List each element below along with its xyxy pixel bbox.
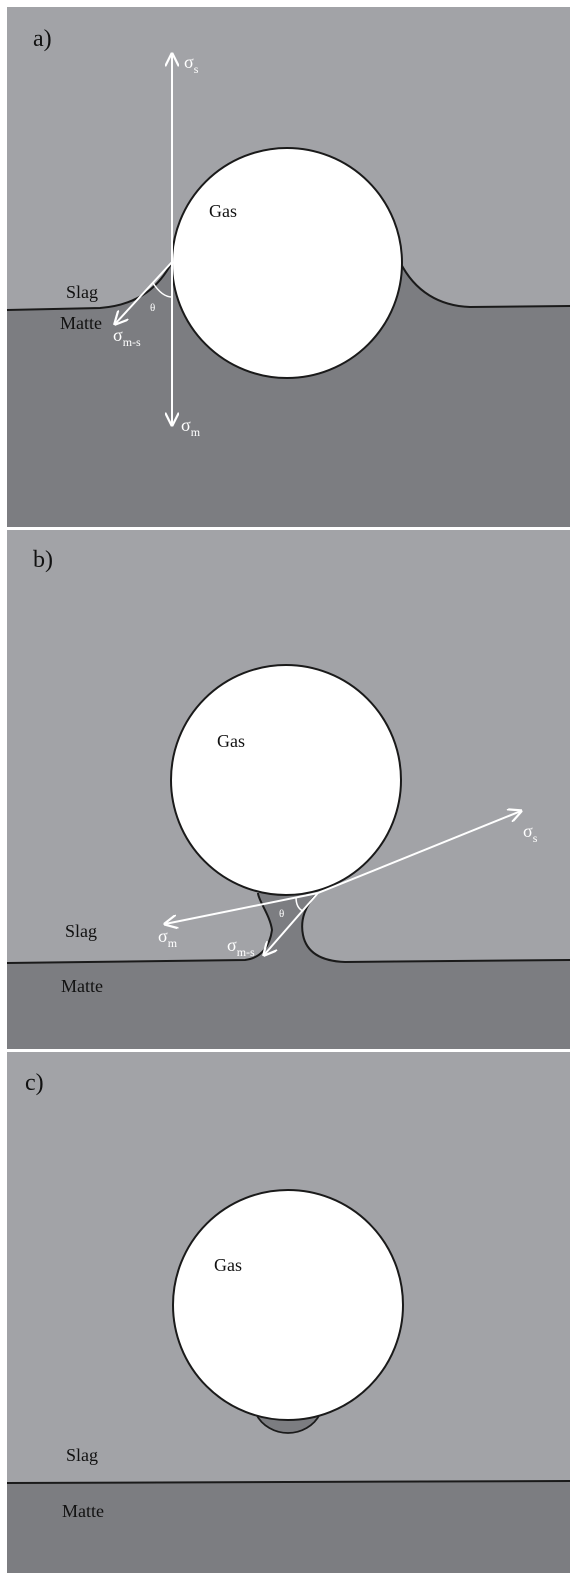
panel-c-gas-label: Gas — [214, 1255, 242, 1275]
panel-b-sigma-s-arrow — [317, 811, 521, 894]
panel-a-theta-label: θ — [150, 302, 155, 314]
panel-c-matte-region — [7, 1481, 570, 1573]
panel-c: c) Gas Slag Matte — [6, 1052, 570, 1573]
panel-a-slag-label: Slag — [66, 282, 98, 302]
panel-a-sigma-ms-arrow — [115, 261, 173, 324]
panel-b-sigma-ms-label: σm-s — [227, 935, 255, 959]
panel-b-theta-arc — [295, 896, 304, 912]
panel-c-interface-line — [6, 1480, 570, 1484]
panel-a-sigma-s-label: σs — [184, 52, 199, 76]
panel-b-slag-label: Slag — [65, 921, 97, 941]
panel-b-matte-region — [7, 893, 570, 1049]
panel-b-sigma-s-label: σs — [523, 821, 538, 845]
separator-a-b — [0, 527, 570, 530]
panel-b-sigma-m-label: σm — [158, 926, 178, 950]
panel-b-gas-label: Gas — [217, 731, 245, 751]
panel-a-sigma-ms-label: σm-s — [113, 325, 141, 349]
panel-b-matte-label: Matte — [61, 976, 103, 996]
panel-a-matte-region — [7, 262, 570, 527]
panel-c-letter: c) — [25, 1070, 44, 1096]
panel-b-sigma-ms-arrow — [264, 892, 319, 955]
panel-a: a) Gas Slag Matte θ σs σm-s σm — [6, 7, 570, 527]
separator-b-c — [0, 1049, 570, 1052]
panel-a-matte-label: Matte — [60, 313, 102, 333]
panel-a-gas-label: Gas — [209, 201, 237, 221]
panel-b-letter: b) — [33, 547, 53, 573]
panel-a-theta-arc — [152, 282, 173, 298]
panel-a-gas-bubble — [171, 147, 403, 379]
panel-a-letter: a) — [33, 26, 52, 52]
panel-a-sigma-m-label: σm — [181, 415, 201, 439]
panel-c-slag-label: Slag — [66, 1445, 98, 1465]
panel-b-gas-bubble — [170, 664, 402, 896]
panel-b-sigma-m-arrow — [165, 892, 319, 924]
panel-b: b) Gas Slag Matte θ σs σm σm-s — [6, 530, 570, 1049]
panel-b-theta-label: θ — [279, 908, 284, 920]
panel-c-matte-label: Matte — [62, 1501, 104, 1521]
panel-c-gas-bubble — [172, 1189, 404, 1421]
